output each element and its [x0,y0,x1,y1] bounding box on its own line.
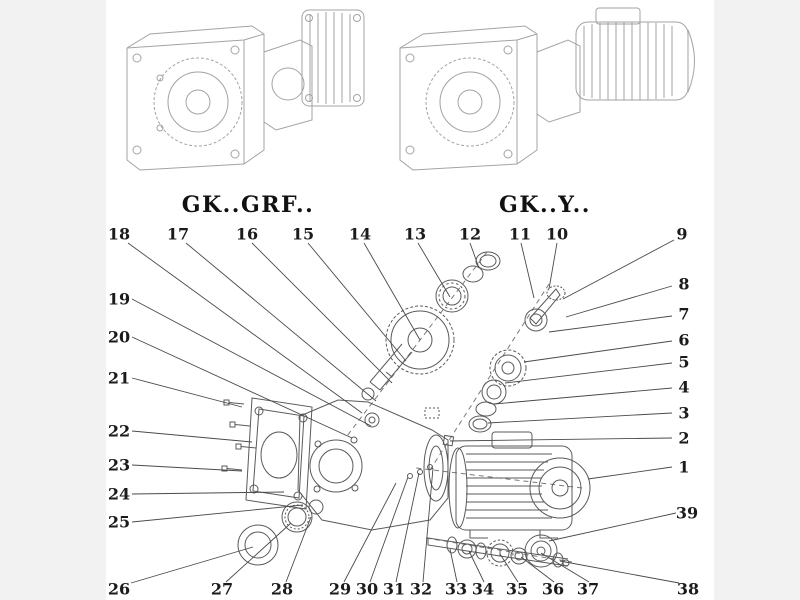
page-margin-left [0,0,106,600]
callout-22: 22 [107,421,131,441]
callout-11: 11 [508,224,532,244]
callout-3: 3 [678,403,690,423]
callout-30: 30 [355,579,379,599]
input-shaft-and-gear [361,251,501,401]
callout-32: 32 [409,579,433,599]
callout-2: 2 [678,428,690,448]
callout-8: 8 [678,274,690,294]
callout-6: 6 [678,330,690,350]
callout-21: 21 [107,368,131,388]
callout-15: 15 [291,224,315,244]
callout-12: 12 [458,224,482,244]
callout-26: 26 [107,579,131,599]
callout-7: 7 [678,304,690,324]
callout-36: 36 [541,579,565,599]
callout-20: 20 [107,327,131,347]
callout-23: 23 [107,455,131,475]
callout-16: 16 [235,224,259,244]
exploded-view [221,251,591,568]
callout-33: 33 [444,579,468,599]
callout-27: 27 [210,579,234,599]
output-seal-and-bearing [237,499,324,566]
callout-35: 35 [505,579,529,599]
variant-label-gk-y: GK..Y.. [499,192,591,218]
output-shaft-kit [427,534,570,568]
assembled-view-gk-y [399,7,695,171]
callout-37: 37 [576,579,600,599]
electric-motor [448,431,591,539]
callout-31: 31 [382,579,406,599]
callout-19: 19 [107,289,131,309]
callout-5: 5 [678,352,690,372]
callout-17: 17 [166,224,190,244]
flange-screws [221,399,257,472]
callout-25: 25 [107,512,131,532]
mounting-flange-plate [245,397,313,510]
callout-28: 28 [270,579,294,599]
callout-29: 29 [328,579,352,599]
variant-label-gk-grf: GK..GRF.. [181,192,315,218]
callout-38: 38 [676,579,700,599]
callout-34: 34 [471,579,495,599]
callout-14: 14 [348,224,372,244]
callout-13: 13 [403,224,427,244]
callout-9: 9 [676,224,688,244]
callout-39: 39 [675,503,699,523]
gear-housing [297,399,449,531]
assembled-view-gk-grf [126,9,365,171]
leader-lines [127,239,680,584]
callout-1: 1 [678,457,690,477]
callout-10: 10 [545,224,569,244]
callout-18: 18 [107,224,131,244]
page-margin-right [714,0,800,600]
callout-24: 24 [107,484,131,504]
callout-4: 4 [678,377,690,397]
